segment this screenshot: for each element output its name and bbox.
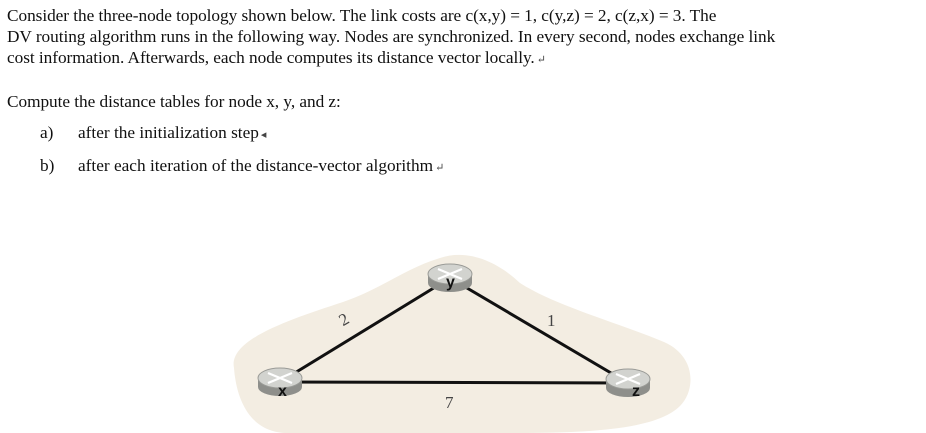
task-instruction: Compute the distance tables for node x, …	[7, 92, 341, 111]
figure-background	[233, 254, 691, 433]
link-x-z	[279, 380, 629, 385]
link-y-z-cost: 1	[547, 311, 556, 330]
router-y-label: y	[446, 274, 455, 291]
item-label: b)	[40, 156, 55, 175]
router-y-icon: y	[427, 263, 473, 292]
list-item: b) after each iteration of the distance-v…	[40, 155, 444, 179]
statement-line-3-text: cost information. Afterwards, each node …	[7, 48, 535, 67]
link-x-y	[279, 276, 451, 384]
list-item: a) after the initialization step◂	[40, 122, 266, 146]
paragraph-mark-icon: ◂	[260, 129, 267, 141]
link-x-z-cost: 7	[445, 393, 454, 412]
return-mark-icon: ↵	[536, 54, 546, 66]
network-topology-figure: 2 1 7 y x z	[233, 254, 691, 433]
router-x-icon: x	[257, 367, 303, 400]
router-z-icon: z	[605, 368, 651, 400]
item-label: a)	[40, 123, 54, 142]
statement-line-1: Consider the three-node topology shown b…	[7, 6, 717, 25]
item-text: after each iteration of the distance-vec…	[78, 156, 434, 175]
item-text: after the initialization step	[78, 123, 259, 142]
statement-line-3: cost information. Afterwards, each node …	[7, 47, 775, 71]
link-y-z	[449, 276, 629, 385]
return-mark-icon: ↵	[435, 162, 445, 174]
router-x-label: x	[278, 383, 287, 400]
router-z-label: z	[632, 383, 640, 400]
problem-statement: Consider the three-node topology shown b…	[7, 5, 775, 71]
statement-line-2: DV routing algorithm runs in the followi…	[7, 27, 776, 46]
